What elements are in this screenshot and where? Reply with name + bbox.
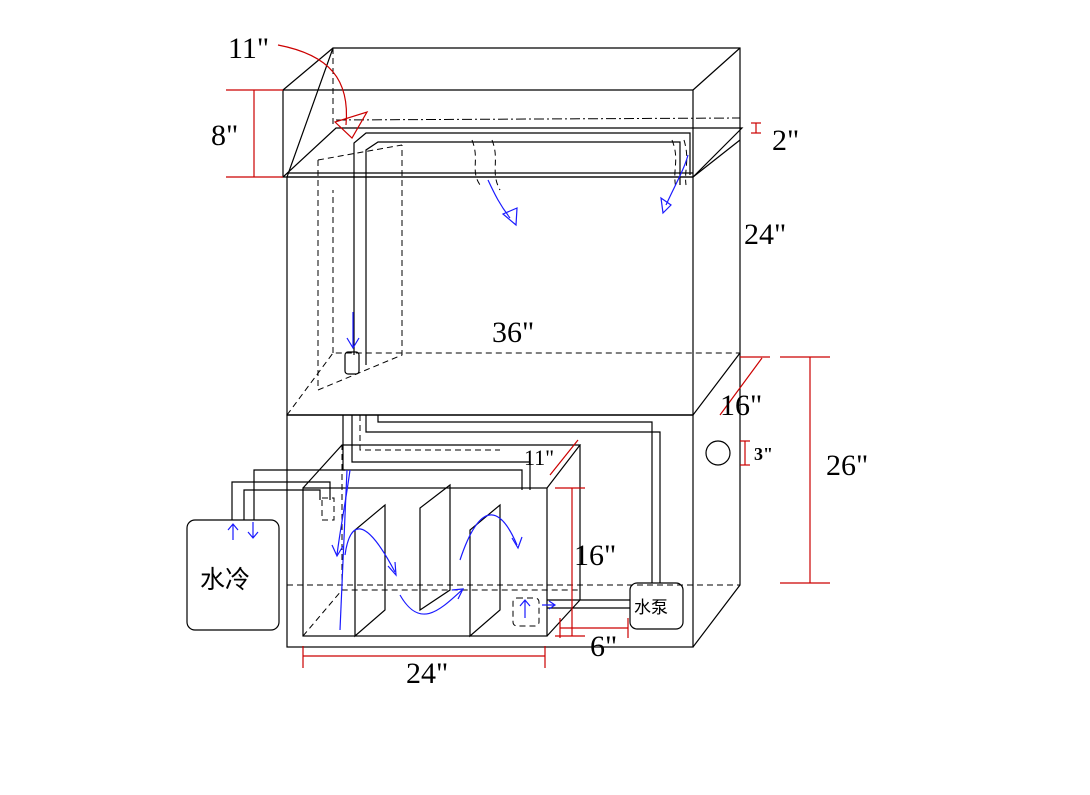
label-tank-height: 24": [744, 218, 786, 251]
label-overflow-height: 8": [211, 119, 238, 152]
label-top-gap: 2": [772, 124, 799, 157]
chiller-label: 水冷: [200, 565, 250, 594]
label-pump-spacing: 6": [590, 630, 617, 663]
label-top-flow-width: 11": [228, 32, 269, 65]
drain-hole-icon: [705, 440, 731, 466]
label-sump-length: 24": [406, 657, 448, 690]
label-stand-height: 26": [826, 449, 868, 482]
dimension-lines: [226, 44, 830, 668]
water-flow-arrows: [331, 154, 689, 631]
dimension-labels: 11" 8" 2" 24" 36" 16" 3" 26" 11" 16" 6" …: [211, 32, 868, 690]
label-sump-height: 16": [574, 539, 616, 572]
label-tank-length: 36": [492, 316, 534, 349]
display-tank: [281, 47, 744, 416]
pump-unit: 水泵: [629, 582, 684, 630]
stand-cabinet: [286, 353, 741, 648]
sump-tank: [231, 415, 661, 638]
label-sump-depth: 11": [524, 445, 554, 470]
chiller-unit: 水冷: [186, 519, 280, 631]
label-drain-hole: 3": [754, 444, 773, 464]
pump-label: 水泵: [634, 598, 668, 618]
label-tank-depth: 16": [720, 389, 762, 422]
